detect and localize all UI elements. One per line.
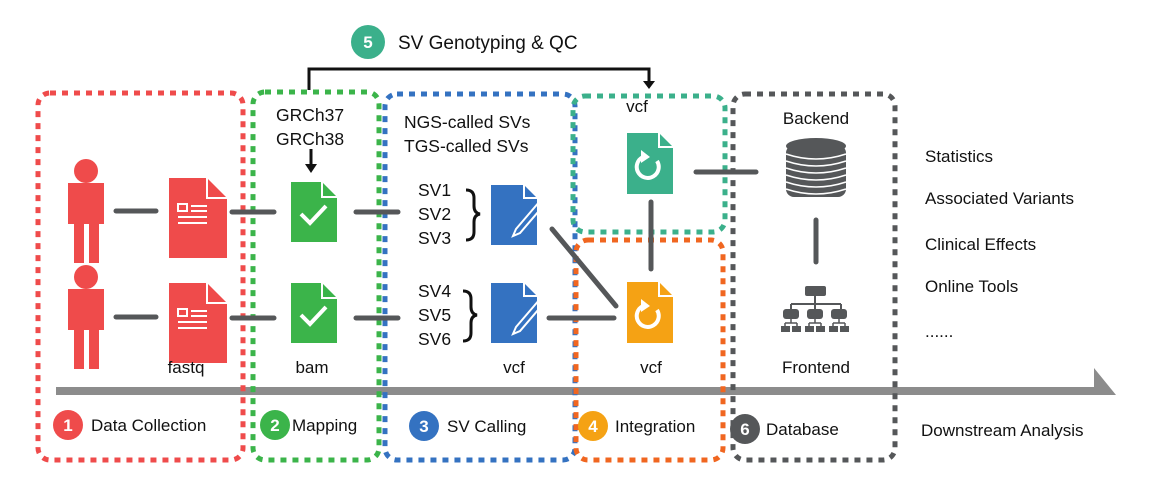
downstream-title: Downstream Analysis — [921, 421, 1084, 440]
stage-number: 3 — [419, 417, 428, 436]
document-icon — [169, 283, 227, 363]
stage-label-data-collection: 1 Data Collection — [53, 410, 206, 440]
stage-badge — [260, 410, 290, 440]
vcf-label-genotyping: vcf — [626, 97, 648, 116]
database-icon — [785, 138, 847, 197]
downstream-item: Associated Variants — [925, 189, 1074, 208]
stage-number: 4 — [588, 417, 598, 436]
stage-label: Mapping — [292, 416, 357, 435]
stage-box-sv-calling — [382, 91, 578, 463]
stage-badge — [730, 414, 760, 444]
brace-icon — [462, 289, 478, 343]
stage-badge — [53, 410, 83, 440]
step-badge-5 — [351, 25, 385, 59]
stage-box-mapping — [250, 89, 382, 463]
downstream-item: ...... — [925, 322, 953, 341]
stage-label: Database — [766, 420, 839, 439]
sv-item: SV3 — [418, 228, 451, 248]
person-icon — [68, 159, 104, 263]
sv-item: SV6 — [418, 329, 451, 349]
stage-label-integration: 4 Integration — [578, 411, 695, 441]
stage-label: Integration — [615, 417, 695, 436]
stage-number: 2 — [270, 416, 279, 435]
stage-number: 1 — [63, 416, 72, 435]
person-icon — [68, 265, 104, 369]
frontend-label: Frontend — [782, 358, 850, 377]
connector-line — [549, 226, 619, 309]
ref-genome-grch37: GRCh37 — [276, 105, 344, 125]
stage-number: 6 — [740, 420, 749, 439]
tgs-called-svs: TGS-called SVs — [404, 136, 529, 156]
timeline-arrow — [56, 368, 1116, 395]
timeline-arrowhead — [1094, 368, 1116, 395]
brace-icon — [465, 188, 481, 242]
step-label-genotyping: SV Genotyping & QC — [398, 33, 578, 54]
stage-badge — [409, 411, 439, 441]
stage-box-database — [730, 91, 898, 463]
document-check-icon — [291, 283, 337, 343]
fastq-label: fastq — [168, 358, 205, 377]
stage-label: SV Calling — [447, 417, 526, 436]
arrow-down-icon — [305, 149, 317, 173]
backend-label: Backend — [783, 109, 849, 128]
document-check-icon — [291, 182, 337, 242]
vcf-label-integration: vcf — [640, 358, 662, 377]
downstream-item: Statistics — [925, 147, 993, 166]
connectors — [113, 169, 819, 321]
stage-label-database: 6 Database — [730, 414, 839, 444]
stage-badge — [578, 411, 608, 441]
ref-genome-grch38: GRCh38 — [276, 129, 344, 149]
sitemap-icon — [781, 286, 849, 332]
genotyping-step: 5 SV Genotyping & QC — [307, 25, 655, 90]
document-edit-icon — [491, 185, 546, 245]
vcf-label-calling: vcf — [503, 358, 525, 377]
downstream-item: Clinical Effects — [925, 235, 1036, 254]
downstream-item: Online Tools — [925, 277, 1018, 296]
sv-item: SV5 — [418, 305, 451, 325]
document-icon — [169, 178, 227, 258]
stage-box-data-collection — [35, 90, 246, 463]
document-refresh-icon — [627, 133, 673, 194]
ngs-called-svs: NGS-called SVs — [404, 112, 531, 132]
sv-item: SV1 — [418, 180, 451, 200]
stage-label-sv-calling: 3 SV Calling — [409, 411, 526, 441]
bam-label: bam — [295, 358, 328, 377]
step-number-5: 5 — [363, 33, 372, 52]
arrow-down-icon — [643, 81, 655, 89]
stage-label: Data Collection — [91, 416, 206, 435]
document-edit-icon — [491, 283, 546, 343]
document-refresh-icon — [627, 282, 673, 343]
stage-label-mapping: 2 Mapping — [260, 410, 357, 440]
sv-item: SV4 — [418, 281, 451, 301]
sv-item: SV2 — [418, 204, 451, 224]
genotyping-connector — [307, 67, 651, 90]
